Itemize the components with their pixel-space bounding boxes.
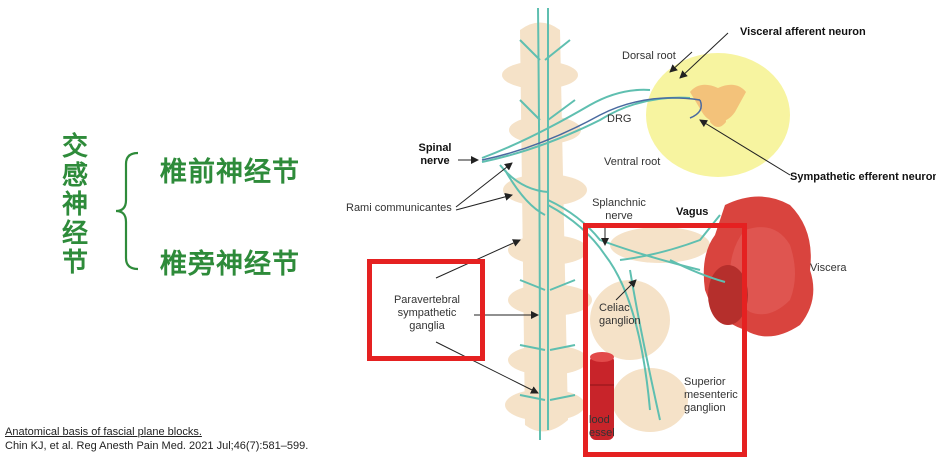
title-char: 交 [61,132,88,162]
nerve-fibers-dark [481,97,702,161]
label-sympathetic-efferent-neuron: Sympathetic efferent neuron [790,171,936,183]
label-ventral-root: Ventral root [604,156,661,168]
label-splanchnic-nerve: Splanchnic nerve [592,197,646,222]
label-visceral-afferent-neuron: Visceral afferent neuron [740,26,866,38]
label-celiac-ganglion: Celiac ganglion [599,302,641,327]
title-char: 感 [61,161,88,191]
prevertebral-ganglia [590,227,710,432]
title-char: 神 [61,190,88,220]
citation-reference: Chin KJ, et al. Reg Anesth Pain Med. 202… [5,440,309,452]
label-spinal-nerve: Spinal nerve [418,142,452,167]
label-superior-mesenteric-ganglion: Superior mesenteric ganglion [684,376,738,414]
label-blood-vessel: lood essel [589,414,615,439]
citation-title: Anatomical basis of fascial plane blocks… [5,426,202,438]
spinal-cord [646,53,790,177]
leader-lines [435,32,791,394]
blood-vessel [590,352,614,440]
label-dorsal-root: Dorsal root [622,50,676,62]
highlight-box-paravertebral [367,259,485,361]
label-vagus: Vagus [676,206,709,218]
label-drg: DRG [607,113,632,125]
branch-prevertebral: 椎前神经节 [160,157,300,188]
label-viscera: Viscera [810,262,847,274]
label-rami-communicantes: Rami communicantes [346,202,452,214]
label-paravertebral-sympathetic-ganglia: Paravertebral sympathetic ganglia [393,294,461,332]
title-char: 经 [61,219,88,249]
branch-paravertebral: 椎旁神经节 [160,249,300,280]
curly-brace [115,151,139,271]
highlight-box-prevertebral [583,223,747,457]
title-char: 节 [61,248,88,278]
